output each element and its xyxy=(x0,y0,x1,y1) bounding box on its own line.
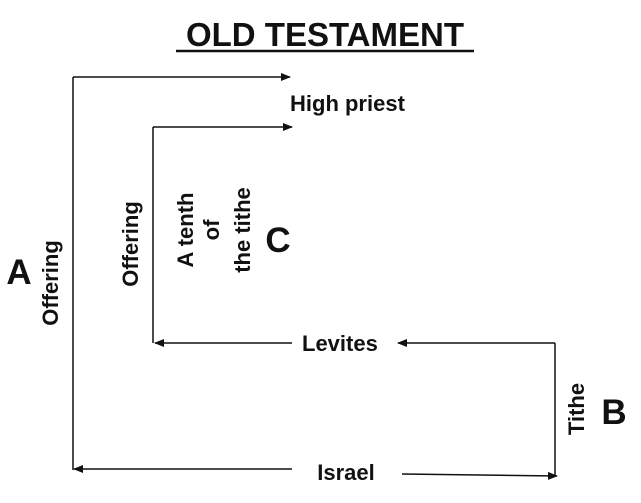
tenth-of-tithe-line-2: of xyxy=(199,219,224,240)
diagram-title: OLD TESTAMENT xyxy=(186,16,464,53)
tithe-label: Tithe xyxy=(564,383,589,435)
inner-offering-label: Offering xyxy=(118,201,143,287)
outer-offering-label: Offering xyxy=(38,240,63,326)
tenth-of-tithe-line-3: the tithe xyxy=(230,187,255,273)
israel-arrow-right xyxy=(401,471,558,480)
israel-label: Israel xyxy=(317,460,375,485)
high-priest-label: High priest xyxy=(290,91,406,116)
tenth-of-tithe-line-1: A tenth xyxy=(173,193,198,268)
marker-b: B xyxy=(601,393,626,432)
marker-c: C xyxy=(265,221,290,260)
levites-label: Levites xyxy=(302,331,378,356)
marker-a: A xyxy=(6,253,31,292)
